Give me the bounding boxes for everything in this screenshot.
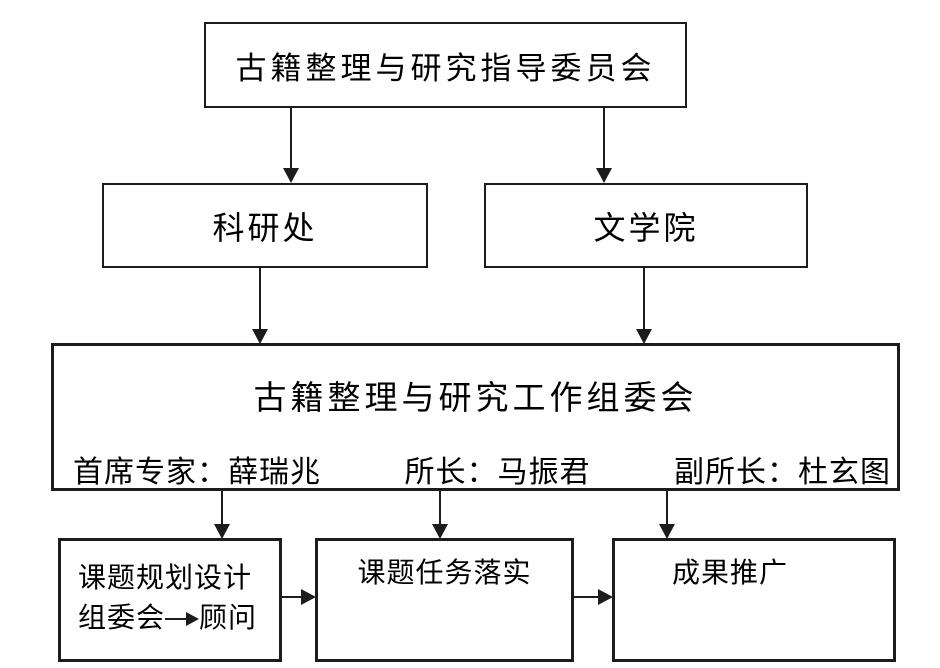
arrow-shaft [290,108,292,168]
arrow-working-committee-to-result-promotion [659,491,675,539]
arrow-committee-to-research-office [283,108,299,183]
arrow-task-implementation-to-result-promotion [574,589,613,605]
arrow-down-icon [636,329,652,344]
arrow-shaft [439,491,441,524]
arrow-literature-school-to-working-committee [636,268,652,344]
node-guidance-committee-label: 古籍整理与研究指导委员会 [235,50,656,86]
arrow-shaft [574,596,598,598]
arrow-shaft [165,618,187,620]
node-result-promotion-label: 成果推广 [671,558,788,589]
advisor-label: 顾问 [199,603,258,634]
arrow-down-icon [252,329,268,344]
arrow-right-icon [301,589,316,605]
director-label: 所长：马振君 [404,456,591,489]
node-working-committee: 古籍整理与研究工作组委会 首席专家：薛瑞兆 所长：马振君 副所长：杜玄图 [51,343,900,491]
node-task-implementation-label: 课题任务落实 [357,558,532,589]
node-topic-planning-line1: 课题规划设计 [78,563,253,594]
node-task-implementation: 课题任务落实 [315,538,574,662]
chief-expert-label: 首席专家：薛瑞兆 [73,456,321,489]
node-guidance-committee: 古籍整理与研究指导委员会 [204,22,687,108]
arrow-shaft [282,596,301,598]
arrow-right-icon [598,589,613,605]
arrow-shaft [221,491,223,524]
arrow-topic-planning-to-task-implementation [282,589,316,605]
right-arrow-icon [165,611,200,627]
node-research-office-label: 科研处 [212,209,318,246]
node-literature-school-label: 文学院 [593,209,699,246]
node-topic-planning-text: 课题规划设计 组委会 顾问 [61,541,279,639]
node-research-office: 科研处 [102,183,428,268]
node-working-committee-title: 古籍整理与研究工作组委会 [253,381,698,417]
arrow-shaft [603,108,605,168]
arrow-down-icon [432,524,448,539]
arrow-down-icon [283,168,299,183]
deputy-director-label: 副所长：杜玄图 [674,456,891,489]
arrow-shaft [259,268,261,329]
node-topic-planning-line2: 组委会 顾问 [78,599,279,639]
arrow-shaft [643,268,645,329]
arrow-working-committee-to-task-implementation [432,491,448,539]
node-working-committee-members: 首席专家：薛瑞兆 所长：马振君 副所长：杜玄图 [73,447,891,491]
arrow-research-office-to-working-committee [252,268,268,344]
arrow-committee-to-literature-school [596,108,612,183]
arrow-down-icon [214,524,230,539]
arrow-down-icon [659,524,675,539]
node-literature-school: 文学院 [484,183,808,268]
topic-planning-committee-label: 组委会 [78,603,166,634]
arrow-shaft [666,491,668,524]
arrow-down-icon [596,168,612,183]
node-topic-planning: 课题规划设计 组委会 顾问 [58,538,282,662]
arrow-right-icon [186,612,200,626]
node-result-promotion: 成果推广 [612,538,896,662]
arrow-working-committee-to-topic-planning [214,491,230,539]
